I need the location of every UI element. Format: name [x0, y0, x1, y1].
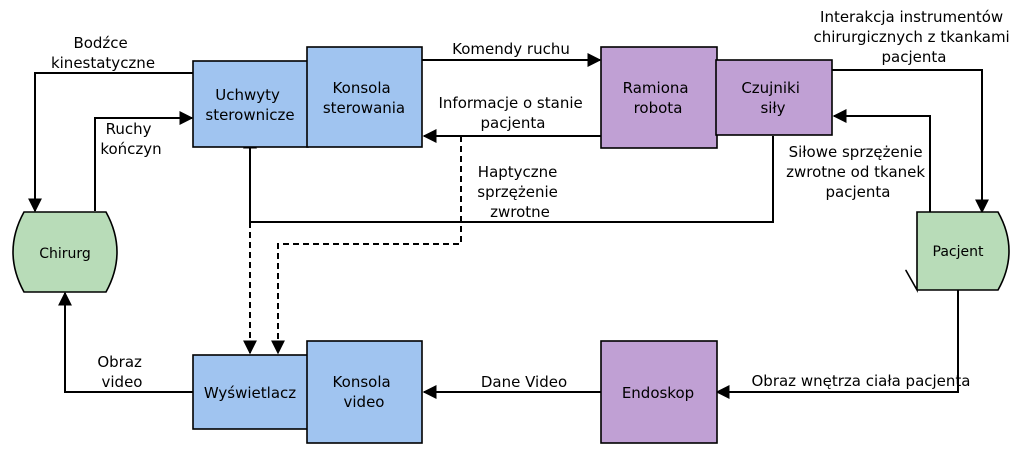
- edge-label-ruchy: Ruchy kończyn: [100, 120, 161, 158]
- node-labels: Uchwyty sterownicze Konsola sterowania R…: [39, 79, 984, 411]
- edge-labels: Bodźce kinestatyczne Ruchy kończyn Komen…: [51, 8, 1014, 391]
- node-endoskop-box: [600, 340, 718, 444]
- edge-haptyczne: [243, 134, 774, 223]
- edge-silowe: [832, 109, 931, 212]
- edge-label-obraz-video: Obraz video: [97, 353, 146, 391]
- edge-ruchy: [94, 111, 194, 211]
- node-wyswietlacz-label: Wyświetlacz: [204, 384, 296, 402]
- node-endoskop-label: Endoskop: [622, 384, 694, 402]
- edge-label-bodzce: Bodźce kinestatyczne: [51, 34, 155, 72]
- edges: [28, 53, 989, 399]
- edge-label-haptyczne: Haptyczne sprzężenie zwrotne: [477, 163, 562, 221]
- edge-label-informacje: Informacje o stanie pacjenta: [438, 94, 587, 132]
- node-ramiona-label: Ramiona robota: [623, 79, 694, 117]
- nodes: [12, 46, 1010, 444]
- node-uchwyty-box: [192, 60, 309, 148]
- edge-obraz-video: [58, 291, 193, 393]
- edge-dashed-info: [271, 136, 462, 355]
- node-konsola-video-box: [306, 340, 423, 444]
- edge-bodzce: [28, 72, 193, 213]
- edge-label-silowe: Siłowe sprzężenie zwrotne od tkanek pacj…: [786, 143, 930, 201]
- edge-interakcja: [832, 69, 989, 214]
- edge-label-dane-video: Dane Video: [481, 373, 567, 391]
- edge-label-obraz-wnetrza: Obraz wnętrza ciała pacjenta: [752, 372, 971, 390]
- node-czujniki-label: Czujniki siły: [741, 79, 804, 117]
- node-wyswietlacz-box: [192, 354, 309, 430]
- node-chirurg-shape: [12, 211, 118, 293]
- node-konsola-sterowania-box: [306, 46, 423, 148]
- node-czujniki-box: [715, 59, 833, 136]
- edge-label-interakcja: Interakcja instrumentów chirurgicznych z…: [813, 8, 1014, 66]
- node-pacjent-shape: [905, 211, 1010, 294]
- edge-label-komendy: Komendy ruchu: [452, 40, 570, 58]
- edge-obraz-wnetrza: [715, 289, 959, 399]
- node-konsola-video-label: Konsola video: [333, 373, 396, 411]
- node-ramiona-box: [600, 46, 718, 149]
- node-uchwyty-label: Uchwyty sterownicze: [205, 86, 294, 124]
- node-pacjent-label: Pacjent: [933, 244, 984, 260]
- node-konsola-sterowania-label: Konsola sterowania: [323, 79, 405, 117]
- node-chirurg-label: Chirurg: [39, 246, 91, 262]
